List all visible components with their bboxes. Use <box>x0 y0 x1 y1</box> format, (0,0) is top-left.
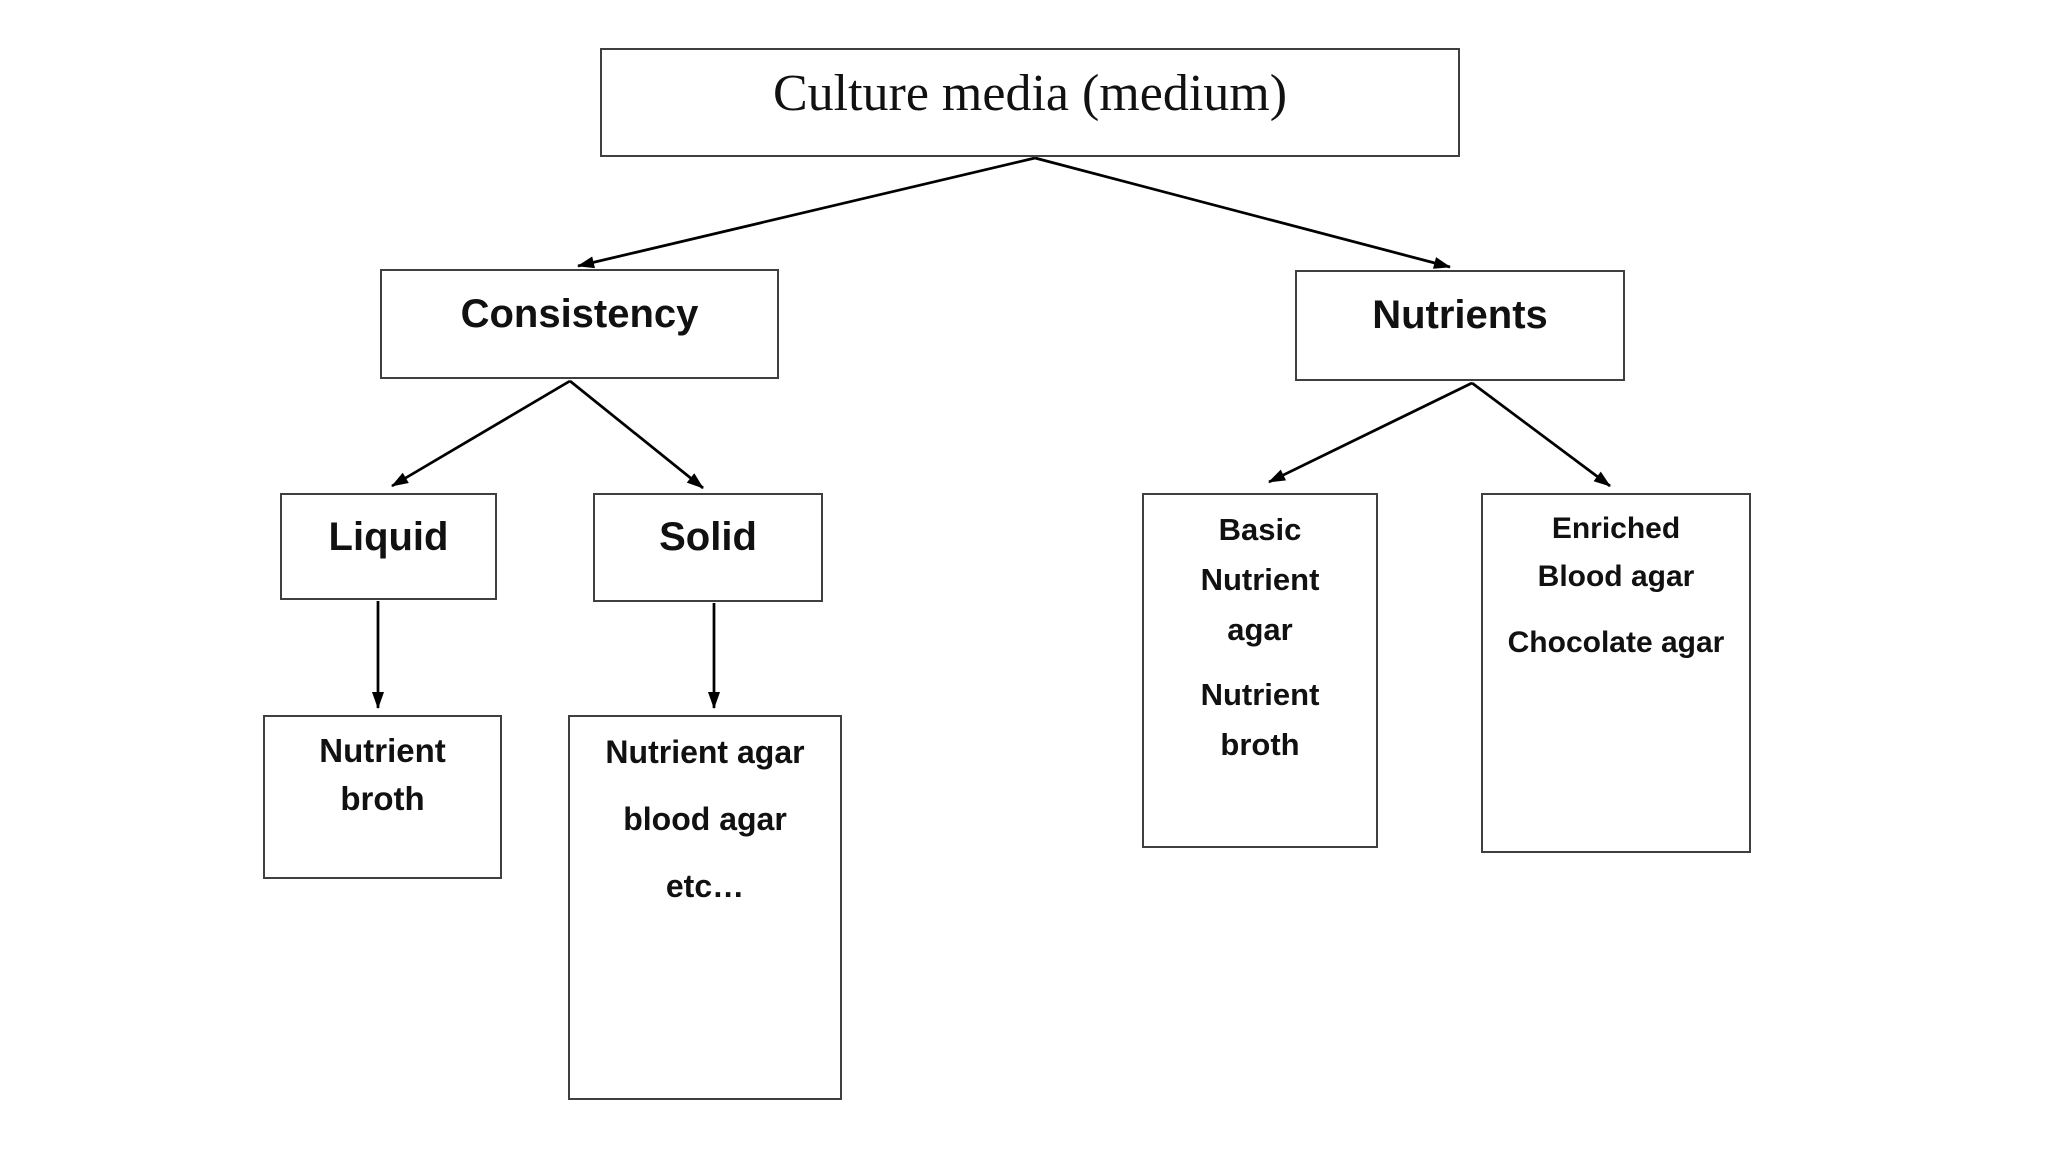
node-solid-label: Solid <box>659 515 757 559</box>
solid-example-item: blood agar <box>623 801 787 837</box>
node-liquid-examples: Nutrient broth <box>263 715 502 879</box>
liquid-example-text: Nutrient broth <box>319 732 446 817</box>
arrow-consistency-to-solid <box>569 379 704 490</box>
arrow-nutrients-to-enriched <box>1471 381 1611 488</box>
node-consistency-label: Consistency <box>460 292 699 336</box>
node-liquid-label: Liquid <box>328 515 449 559</box>
node-culture-media: Culture media (medium) <box>600 48 1460 157</box>
basic-media-item: Nutrient agar <box>1200 562 1320 647</box>
node-liquid: Liquid <box>280 493 497 600</box>
node-basic-media: Basic Nutrient agar Nutrient broth <box>1142 493 1378 848</box>
node-culture-media-label: Culture media (medium) <box>772 65 1288 122</box>
enriched-media-item: Blood agar <box>1537 560 1695 593</box>
node-solid-examples: Nutrient agar blood agar etc… <box>568 715 842 1100</box>
arrow-root-to-consistency <box>577 156 1036 269</box>
solid-example-item: etc… <box>665 868 745 904</box>
enriched-media-label: Enriched <box>1551 512 1681 545</box>
node-consistency: Consistency <box>380 269 779 379</box>
node-nutrients-label: Nutrients <box>1372 293 1548 337</box>
solid-example-item: Nutrient agar <box>605 734 805 770</box>
arrow-root-to-nutrients <box>1034 156 1451 269</box>
node-nutrients: Nutrients <box>1295 270 1625 381</box>
node-solid: Solid <box>593 493 823 602</box>
arrow-consistency-to-liquid <box>391 379 571 488</box>
basic-media-label: Basic <box>1218 512 1302 547</box>
enriched-media-item: Chocolate agar <box>1507 626 1725 659</box>
arrow-nutrients-to-basic <box>1268 381 1473 484</box>
node-enriched-media: Enriched Blood agar Chocolate agar <box>1481 493 1751 853</box>
basic-media-item: Nutrient broth <box>1200 677 1320 762</box>
